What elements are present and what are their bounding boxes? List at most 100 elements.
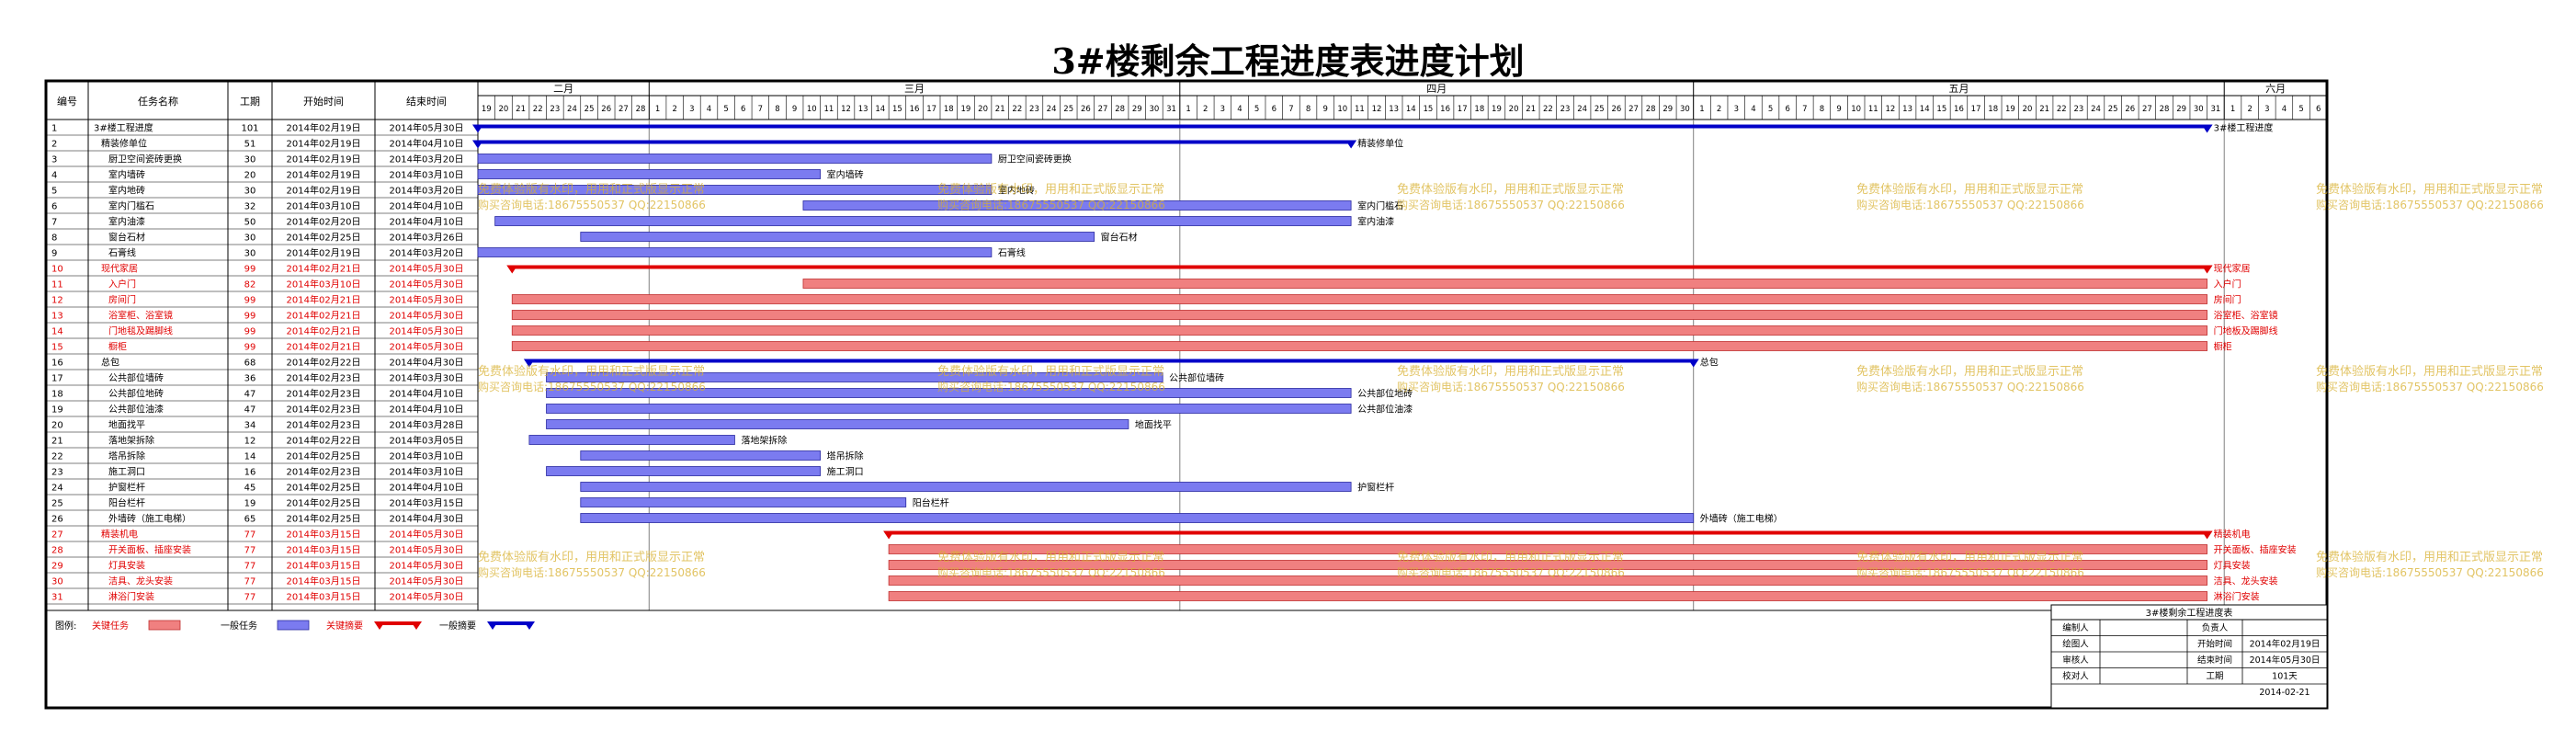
summary-start-marker [883, 530, 895, 540]
task-name: 房间门 [108, 294, 136, 306]
day-label: 6 [1785, 105, 1789, 114]
task-id: 25 [51, 499, 63, 509]
task-bar-label: 公共部位油漆 [1357, 404, 1413, 416]
task-start: 2014年02月19日 [287, 169, 361, 181]
task-name: 橱柜 [108, 341, 127, 353]
day-label: 18 [944, 105, 954, 114]
watermark-text: 购买咨询电话:18675550537 QQ:22150866 [1397, 380, 1625, 393]
info-table-cell: 2014年05月30日 [2250, 655, 2321, 666]
task-bar-label: 公共部位墙砖 [1169, 372, 1224, 384]
task-id: 20 [51, 421, 63, 431]
summary-bar [512, 265, 2207, 269]
task-bar [546, 466, 821, 476]
watermark-text: 购买咨询电话:18675550537 QQ:22150866 [1856, 380, 2084, 393]
task-name: 塔吊拆除 [108, 450, 145, 462]
task-duration: 32 [244, 202, 256, 212]
day-label: 25 [1594, 105, 1605, 114]
task-id: 8 [51, 234, 57, 244]
task-end: 2014年03月28日 [390, 419, 464, 431]
day-label: 20 [978, 105, 988, 114]
task-start: 2014年02月19日 [287, 185, 361, 197]
task-bar [477, 247, 993, 257]
task-bar-label: 橱柜 [2214, 341, 2232, 353]
watermark-text: 免费体验版有水印，用用和正式版显示正常 [937, 182, 1164, 197]
task-end: 2014年03月20日 [390, 185, 464, 197]
task-start: 2014年03月15日 [287, 544, 361, 556]
legend-swatch-marker [487, 621, 498, 630]
task-name: 室内门槛石 [108, 200, 154, 212]
task-start: 2014年02月25日 [287, 450, 361, 462]
day-label: 18 [1474, 105, 1484, 114]
day-label: 16 [1954, 105, 1964, 114]
day-label: 13 [858, 105, 868, 114]
task-id: 24 [51, 484, 63, 494]
task-duration: 77 [244, 577, 256, 587]
column-header-start: 开始时间 [303, 95, 344, 108]
task-start: 2014年02月21日 [287, 294, 361, 306]
task-end: 2014年04月10日 [390, 200, 464, 212]
task-end: 2014年04月30日 [390, 513, 464, 525]
task-id: 30 [51, 577, 63, 587]
day-label: 19 [961, 105, 971, 114]
day-label: 5 [1768, 105, 1773, 114]
task-name: 总包 [101, 357, 119, 369]
task-name: 窗台石材 [108, 232, 145, 244]
watermark-text: 免费体验版有水印，用用和正式版显示正常 [478, 182, 705, 197]
month-label: 四月 [1426, 83, 1447, 95]
watermark-text: 购买咨询电话:18675550537 QQ:22150866 [478, 565, 706, 579]
task-end: 2014年04月10日 [390, 404, 464, 416]
task-id: 10 [51, 265, 63, 275]
task-bar [888, 575, 2207, 586]
summary-start-marker [472, 140, 483, 149]
task-name: 精装修单位 [101, 138, 147, 150]
day-label: 17 [1971, 105, 1981, 114]
task-end: 2014年05月30日 [390, 341, 464, 353]
task-name: 厨卫空间瓷砖更换 [108, 154, 182, 165]
day-label: 4 [1751, 105, 1755, 114]
task-id: 29 [51, 562, 63, 572]
task-bar-label: 室内油漆 [1357, 216, 1394, 228]
task-id: 4 [51, 171, 57, 181]
day-label: 30 [1149, 105, 1159, 114]
day-label: 24 [1047, 105, 1057, 114]
day-label: 20 [499, 105, 509, 114]
task-duration: 51 [244, 140, 256, 150]
info-table-cell: 开始时间 [2197, 639, 2232, 650]
watermark-text: 免费体验版有水印，用用和正式版显示正常 [2316, 364, 2543, 379]
task-duration: 14 [244, 452, 256, 462]
task-bar [580, 497, 907, 507]
watermark-text: 购买咨询电话:18675550537 QQ:22150866 [937, 380, 1165, 393]
day-label: 11 [1868, 105, 1878, 114]
task-duration: 99 [244, 343, 256, 353]
day-label: 13 [1389, 105, 1399, 114]
day-label: 2 [673, 105, 677, 114]
day-label: 21 [2039, 105, 2049, 114]
summary-end-marker [2201, 265, 2213, 274]
day-label: 29 [1662, 105, 1673, 114]
day-label: 8 [775, 105, 779, 114]
day-label: 11 [1355, 105, 1365, 114]
day-label: 21 [516, 105, 526, 114]
day-label: 25 [1063, 105, 1073, 114]
summary-end-marker [1687, 359, 1699, 368]
task-end: 2014年03月15日 [390, 497, 464, 509]
task-id: 23 [51, 468, 63, 478]
task-bar-label: 石膏线 [998, 247, 1026, 259]
month-label: 六月 [2265, 83, 2286, 95]
watermark-text: 购买咨询电话:18675550537 QQ:22150866 [937, 198, 1165, 211]
task-duration: 65 [244, 515, 256, 525]
day-label: 14 [875, 105, 885, 114]
task-bar-label: 入户门 [2214, 279, 2241, 291]
task-start: 2014年02月20日 [287, 216, 361, 228]
column-header-id: 编号 [57, 95, 77, 108]
task-duration: 20 [244, 171, 256, 181]
info-table-cell: 2014年02月19日 [2250, 639, 2321, 650]
task-end: 2014年03月10日 [390, 169, 464, 181]
day-label: 7 [1802, 105, 1807, 114]
task-id: 1 [51, 124, 57, 134]
task-start: 2014年02月23日 [287, 372, 361, 384]
task-start: 2014年02月25日 [287, 497, 361, 509]
task-duration: 36 [244, 374, 256, 384]
month-label: 二月 [553, 83, 573, 95]
legend-swatch-marker [374, 621, 385, 630]
